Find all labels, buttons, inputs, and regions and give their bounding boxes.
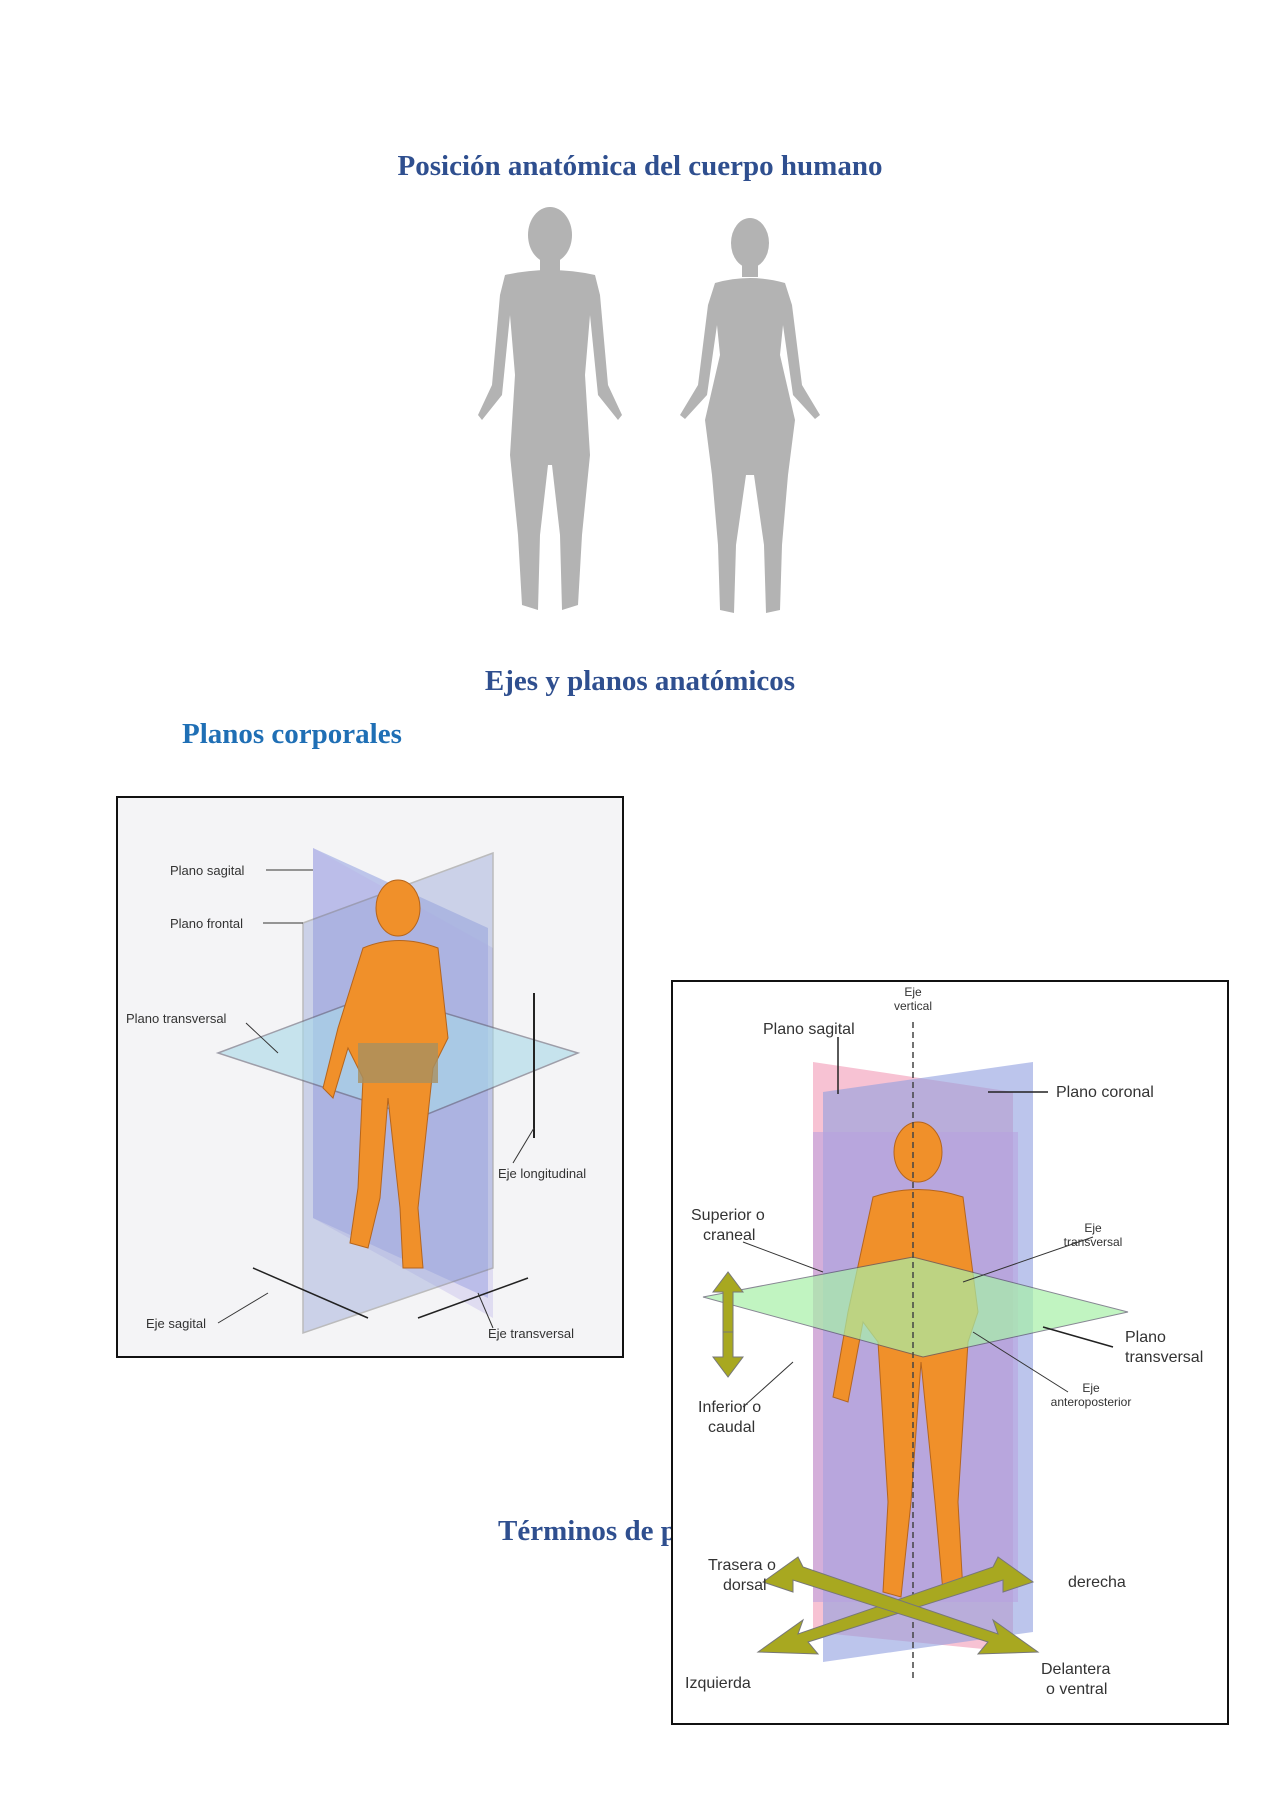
label-derecha: derecha [1068,1574,1126,1591]
label-eje-transversal: Eje transversal [488,1326,574,1341]
label-plano-sagital: Plano sagital [170,863,245,878]
label-eje-transversal-2: Eje [1084,1221,1102,1235]
svg-text:vertical: vertical [894,999,932,1013]
vertical-arrow-icon [712,1271,744,1378]
label-plano-transversal-2: Plano [1125,1329,1166,1346]
svg-text:o ventral: o ventral [1046,1681,1107,1698]
female-silhouette [680,218,820,613]
svg-text:transversal: transversal [1064,1235,1123,1249]
body-planes-figure: Plano sagital Plano frontal Plano transv… [116,796,624,1358]
label-eje-anteroposterior: Eje [1082,1381,1100,1395]
male-silhouette [478,207,622,610]
label-delantera: Delantera [1041,1661,1110,1678]
label-plano-frontal: Plano frontal [170,916,243,931]
svg-text:transversal: transversal [1125,1349,1203,1366]
label-eje-sagital: Eje sagital [146,1316,206,1331]
anatomical-position-silhouettes [478,207,820,613]
label-eje-vertical: Eje [904,985,922,999]
svg-text:dorsal: dorsal [723,1577,767,1594]
svg-text:caudal: caudal [708,1419,755,1436]
label-trasera: Trasera o [708,1557,776,1574]
anatomical-axes-figure: Eje vertical Plano sagital Plano coronal… [671,980,1229,1725]
section-heading-terminos: Términos de p [498,1515,677,1547]
label-inferior: Inferior o [698,1399,761,1416]
svg-text:craneal: craneal [703,1227,755,1244]
label-izquierda: Izquierda [685,1675,751,1692]
label-eje-longitudinal: Eje longitudinal [498,1166,586,1181]
page-title: Posición anatómica del cuerpo humano [397,150,883,182]
section-heading-ejes: Ejes y planos anatómicos [484,665,796,697]
crossing-arrows-icon [756,1556,1040,1655]
label-plano-sagital-2: Plano sagital [763,1021,855,1038]
subsection-heading-planos: Planos corporales [182,718,402,750]
label-plano-transversal: Plano transversal [126,1011,227,1026]
label-plano-coronal: Plano coronal [1056,1084,1154,1101]
svg-text:anteroposterior: anteroposterior [1051,1395,1132,1409]
label-superior: Superior o [691,1207,765,1224]
